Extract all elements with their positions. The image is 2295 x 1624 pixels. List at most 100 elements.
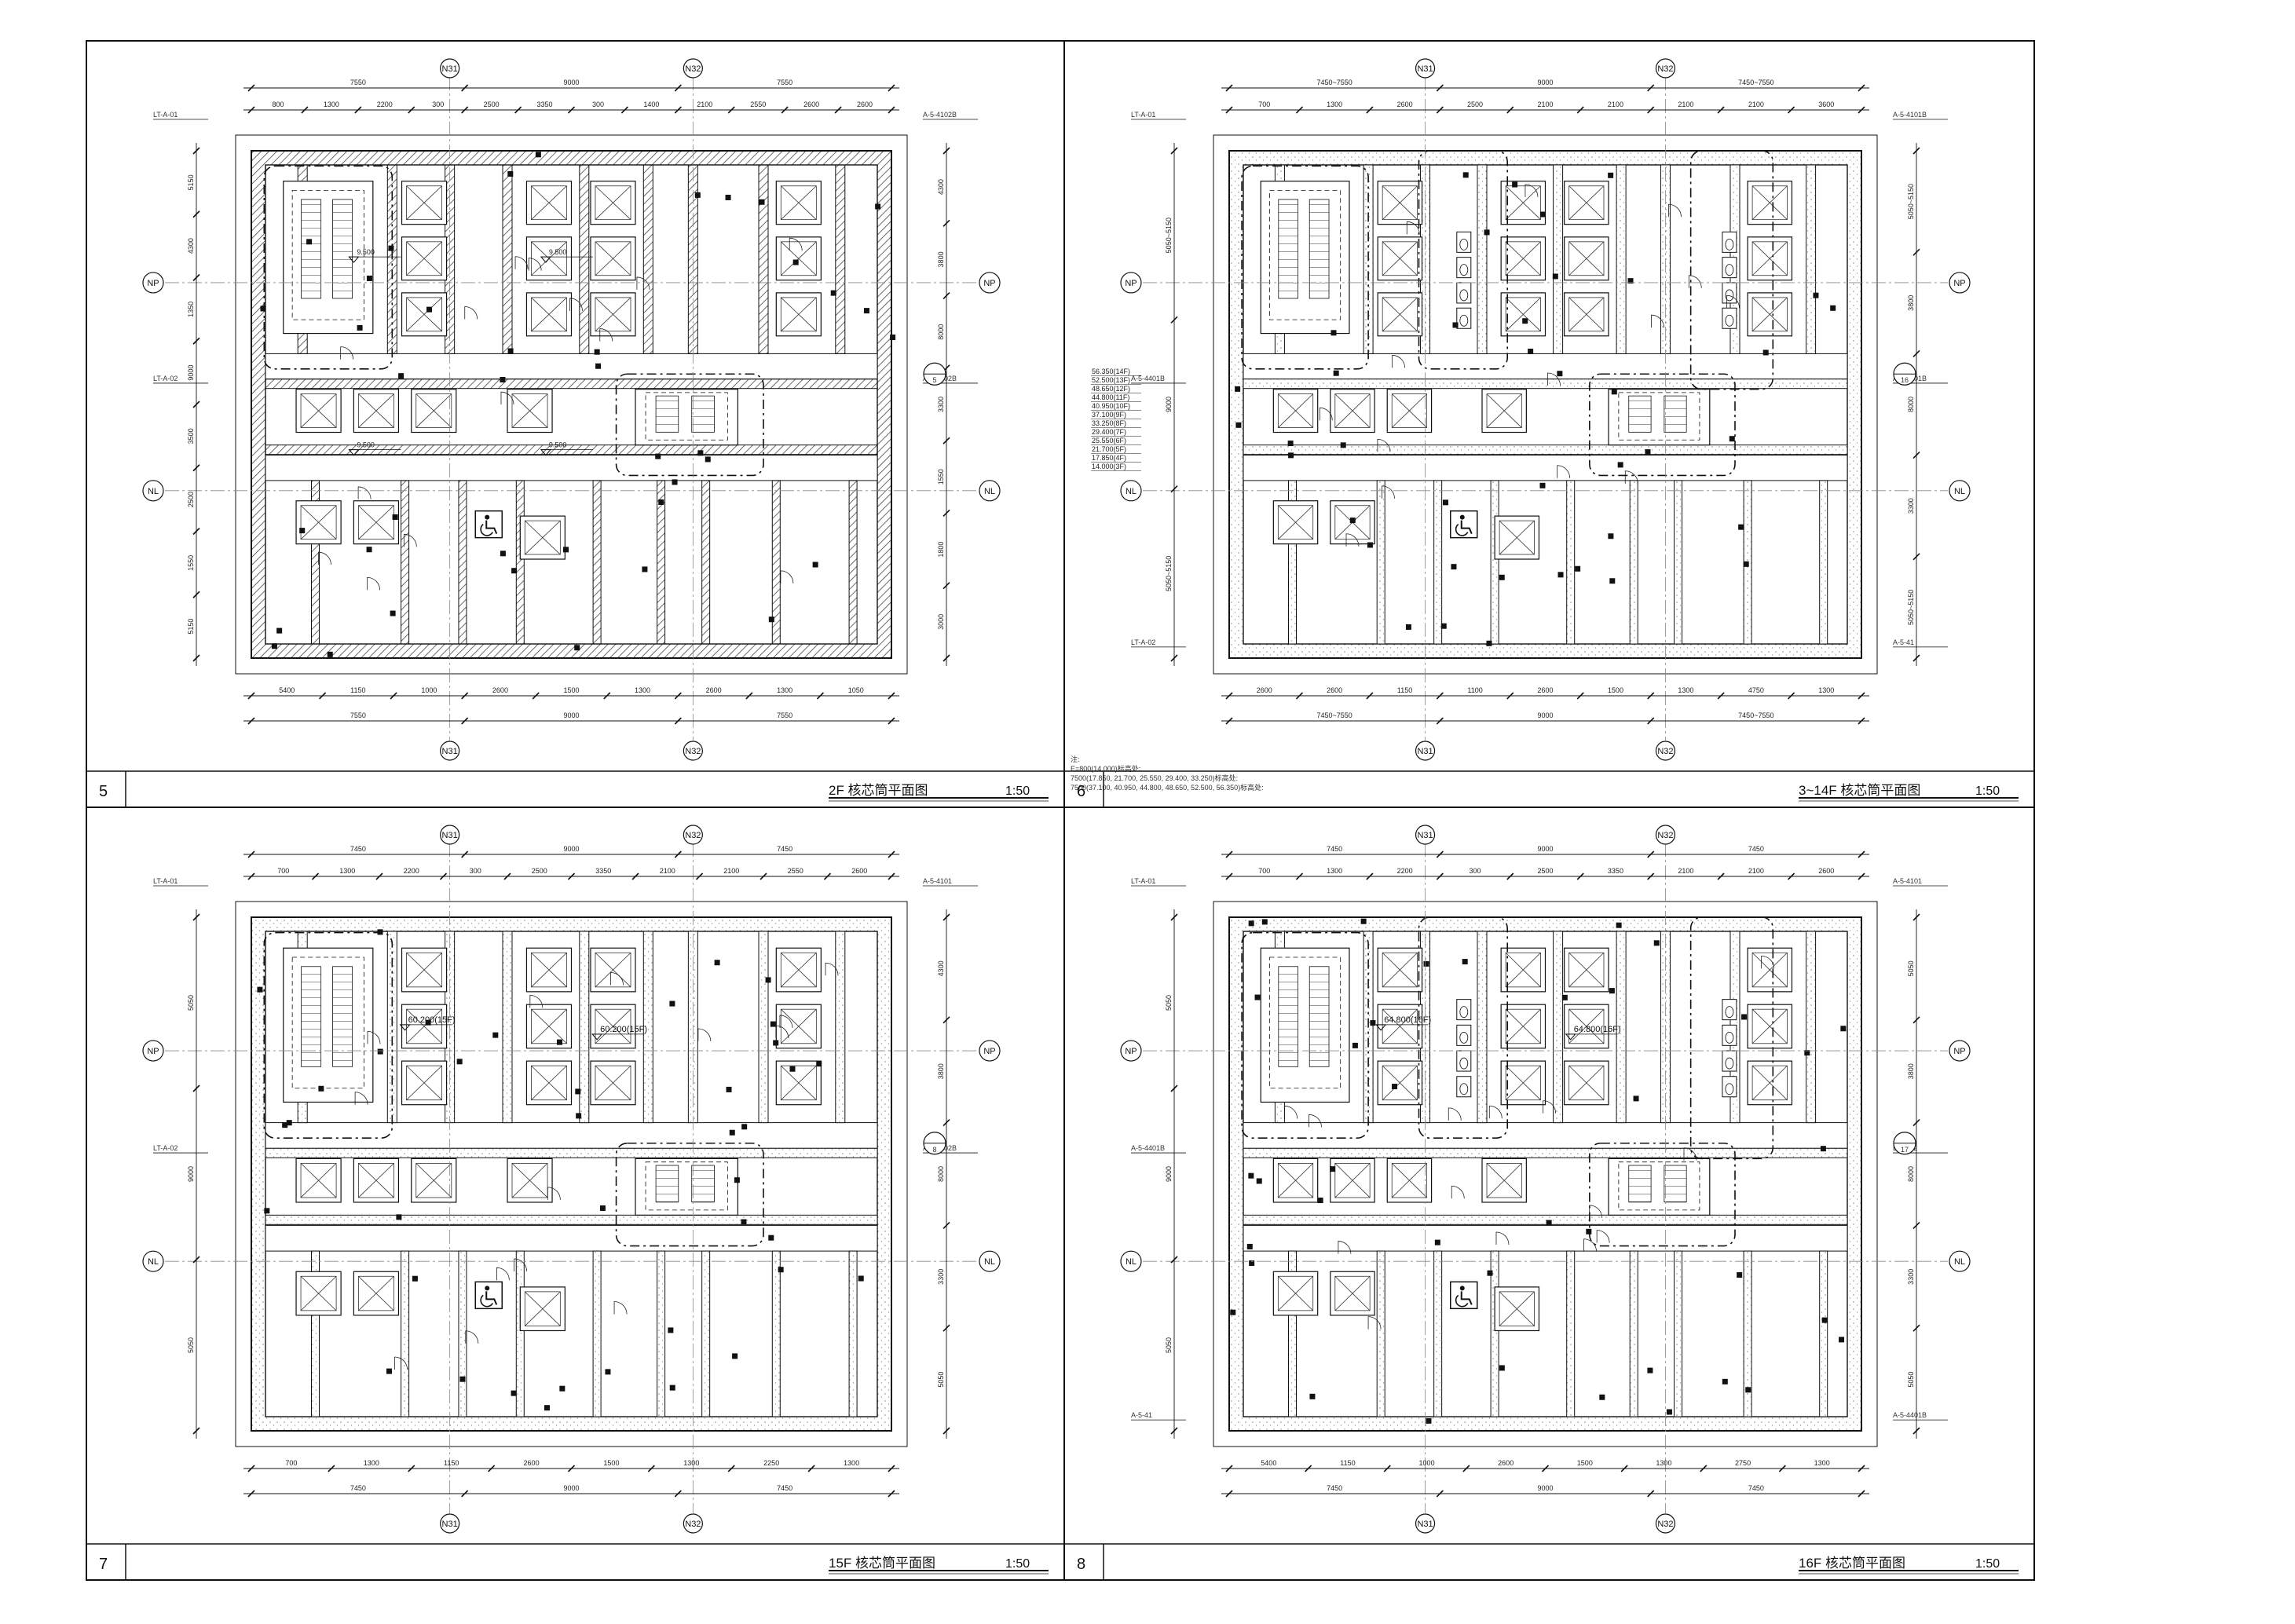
elevator-shaft xyxy=(525,1060,573,1106)
corridor-north xyxy=(265,1122,878,1149)
wall-segment-lower xyxy=(401,1250,410,1417)
elevator-cross xyxy=(1568,185,1605,220)
elevator-car xyxy=(595,1008,631,1044)
elevator-cross xyxy=(781,185,817,220)
structural-column xyxy=(574,645,580,651)
accessible-wheel xyxy=(480,1294,493,1308)
dimension-bottom-overall-value: 7550 xyxy=(350,711,366,719)
elevator-car xyxy=(1382,185,1418,221)
grid-axis-label-bottom: N31 xyxy=(442,747,458,756)
elevator-car xyxy=(406,1065,442,1101)
elevator-shaft xyxy=(519,515,566,560)
door-swing xyxy=(464,306,478,320)
elevator-car xyxy=(1334,1275,1371,1311)
elevator-cross xyxy=(1751,185,1788,220)
dimension-top-detail-tick xyxy=(567,872,576,880)
dimension-bottom-detail-tick xyxy=(488,1465,496,1472)
dimension-bottom-detail-tick xyxy=(1778,1465,1786,1472)
elevator-cross xyxy=(358,505,394,540)
structural-column xyxy=(812,561,818,568)
dimension-bottom-detail-tick xyxy=(1717,692,1725,700)
grid-axis-label-bottom: N31 xyxy=(1417,747,1433,756)
structural-column xyxy=(299,528,306,534)
elevator-car xyxy=(780,297,817,332)
dimension-right-value: 3300 xyxy=(937,1269,945,1285)
stair-flight xyxy=(1309,966,1330,1067)
detail-reference-code: LT-A-01 xyxy=(153,111,178,119)
accessible-head xyxy=(485,1286,490,1291)
door-swing xyxy=(1547,372,1561,386)
dimension-top-detail-value: 300 xyxy=(470,867,481,875)
elevator-car xyxy=(511,1162,548,1198)
structural-column xyxy=(1522,318,1528,324)
grid-axis-label-left: NL xyxy=(148,487,159,496)
wall-segment-lower xyxy=(1490,480,1499,645)
structural-column xyxy=(1261,919,1268,925)
dimension-top-detail-tick xyxy=(1647,106,1655,114)
dimension-top-detail-value: 700 xyxy=(1258,867,1270,875)
toilet-bowl xyxy=(1725,289,1734,302)
dimension-left-value: 5150 xyxy=(187,174,195,190)
elevator-car xyxy=(1382,1065,1418,1101)
elevator-car xyxy=(1568,241,1605,276)
dimension-bottom-overall-tick xyxy=(1225,717,1233,725)
door-swing xyxy=(357,486,372,499)
dimension-top-detail-value: 2100 xyxy=(697,101,712,108)
dimension-top-detail-tick xyxy=(408,106,415,114)
dimension-bottom-detail-value: 2600 xyxy=(1257,686,1272,694)
elevator-cross xyxy=(525,1291,561,1326)
structural-column xyxy=(390,610,396,616)
door-swing xyxy=(636,276,650,290)
grid-bubble xyxy=(1415,1513,1436,1534)
dimension-bottom-detail-value: 1150 xyxy=(444,1459,459,1467)
wall-segment-lower xyxy=(1674,480,1683,645)
dimension-bottom-detail-value: 1300 xyxy=(683,1459,699,1467)
structural-column xyxy=(306,239,313,245)
dimension-top-detail-value: 300 xyxy=(1470,867,1481,875)
grid-axis-label-right: NP xyxy=(1953,279,1965,288)
elevator-car xyxy=(406,952,442,988)
dimension-bottom-detail-value: 1300 xyxy=(635,686,650,694)
dimension-right-tick xyxy=(943,582,950,590)
structural-column xyxy=(1254,994,1261,1000)
note-line: 7500(37.100, 40.950, 44.800, 48.650, 52.… xyxy=(1071,783,1264,792)
stair-boundary xyxy=(645,1161,728,1211)
structural-column xyxy=(396,1214,402,1220)
elevator-car xyxy=(1277,1275,1314,1311)
door-swing xyxy=(779,1015,793,1028)
corridor-north xyxy=(265,353,878,380)
elevator-shaft xyxy=(525,947,573,993)
elevator-cross xyxy=(1486,393,1522,428)
grid-bubble xyxy=(440,1513,460,1534)
floor-elevation-value: 33.250(8F) xyxy=(1092,419,1126,427)
dimension-right-tick xyxy=(1912,1119,1920,1127)
dimension-top-overall-tick xyxy=(674,850,682,858)
structural-column xyxy=(694,192,701,198)
dimension-right-tick xyxy=(1912,1324,1920,1332)
structural-column xyxy=(1627,278,1634,284)
panel-number: 5 xyxy=(99,783,108,800)
staircase xyxy=(635,389,738,446)
wall-segment-upper xyxy=(502,164,513,354)
elevator-car xyxy=(1486,393,1522,428)
dimension-left-tick xyxy=(1170,913,1178,921)
dimension-left-value: 5150 xyxy=(187,619,195,635)
wall-band xyxy=(265,379,878,390)
elevator-shaft xyxy=(353,1158,400,1203)
dimension-right-tick xyxy=(943,1016,950,1024)
toilet-bowl xyxy=(1459,1031,1469,1044)
dimension-top-detail-tick xyxy=(1225,106,1233,114)
door-swing xyxy=(1309,1114,1322,1128)
elevator-cross xyxy=(1334,1163,1371,1198)
structural-column xyxy=(562,547,569,553)
grid-bubble xyxy=(440,825,460,845)
dimension-top-detail-tick xyxy=(823,872,832,880)
stair-flight xyxy=(1278,199,1298,299)
floor-elevation-value: 21.700(5F) xyxy=(1092,445,1126,453)
elevator-cross xyxy=(781,952,817,988)
elevator-car xyxy=(406,1008,442,1044)
stair-boundary xyxy=(1618,392,1700,441)
structural-column xyxy=(773,1040,779,1046)
detail-reference-code: LT-A-02 xyxy=(153,1144,178,1152)
structural-column xyxy=(377,1048,383,1055)
